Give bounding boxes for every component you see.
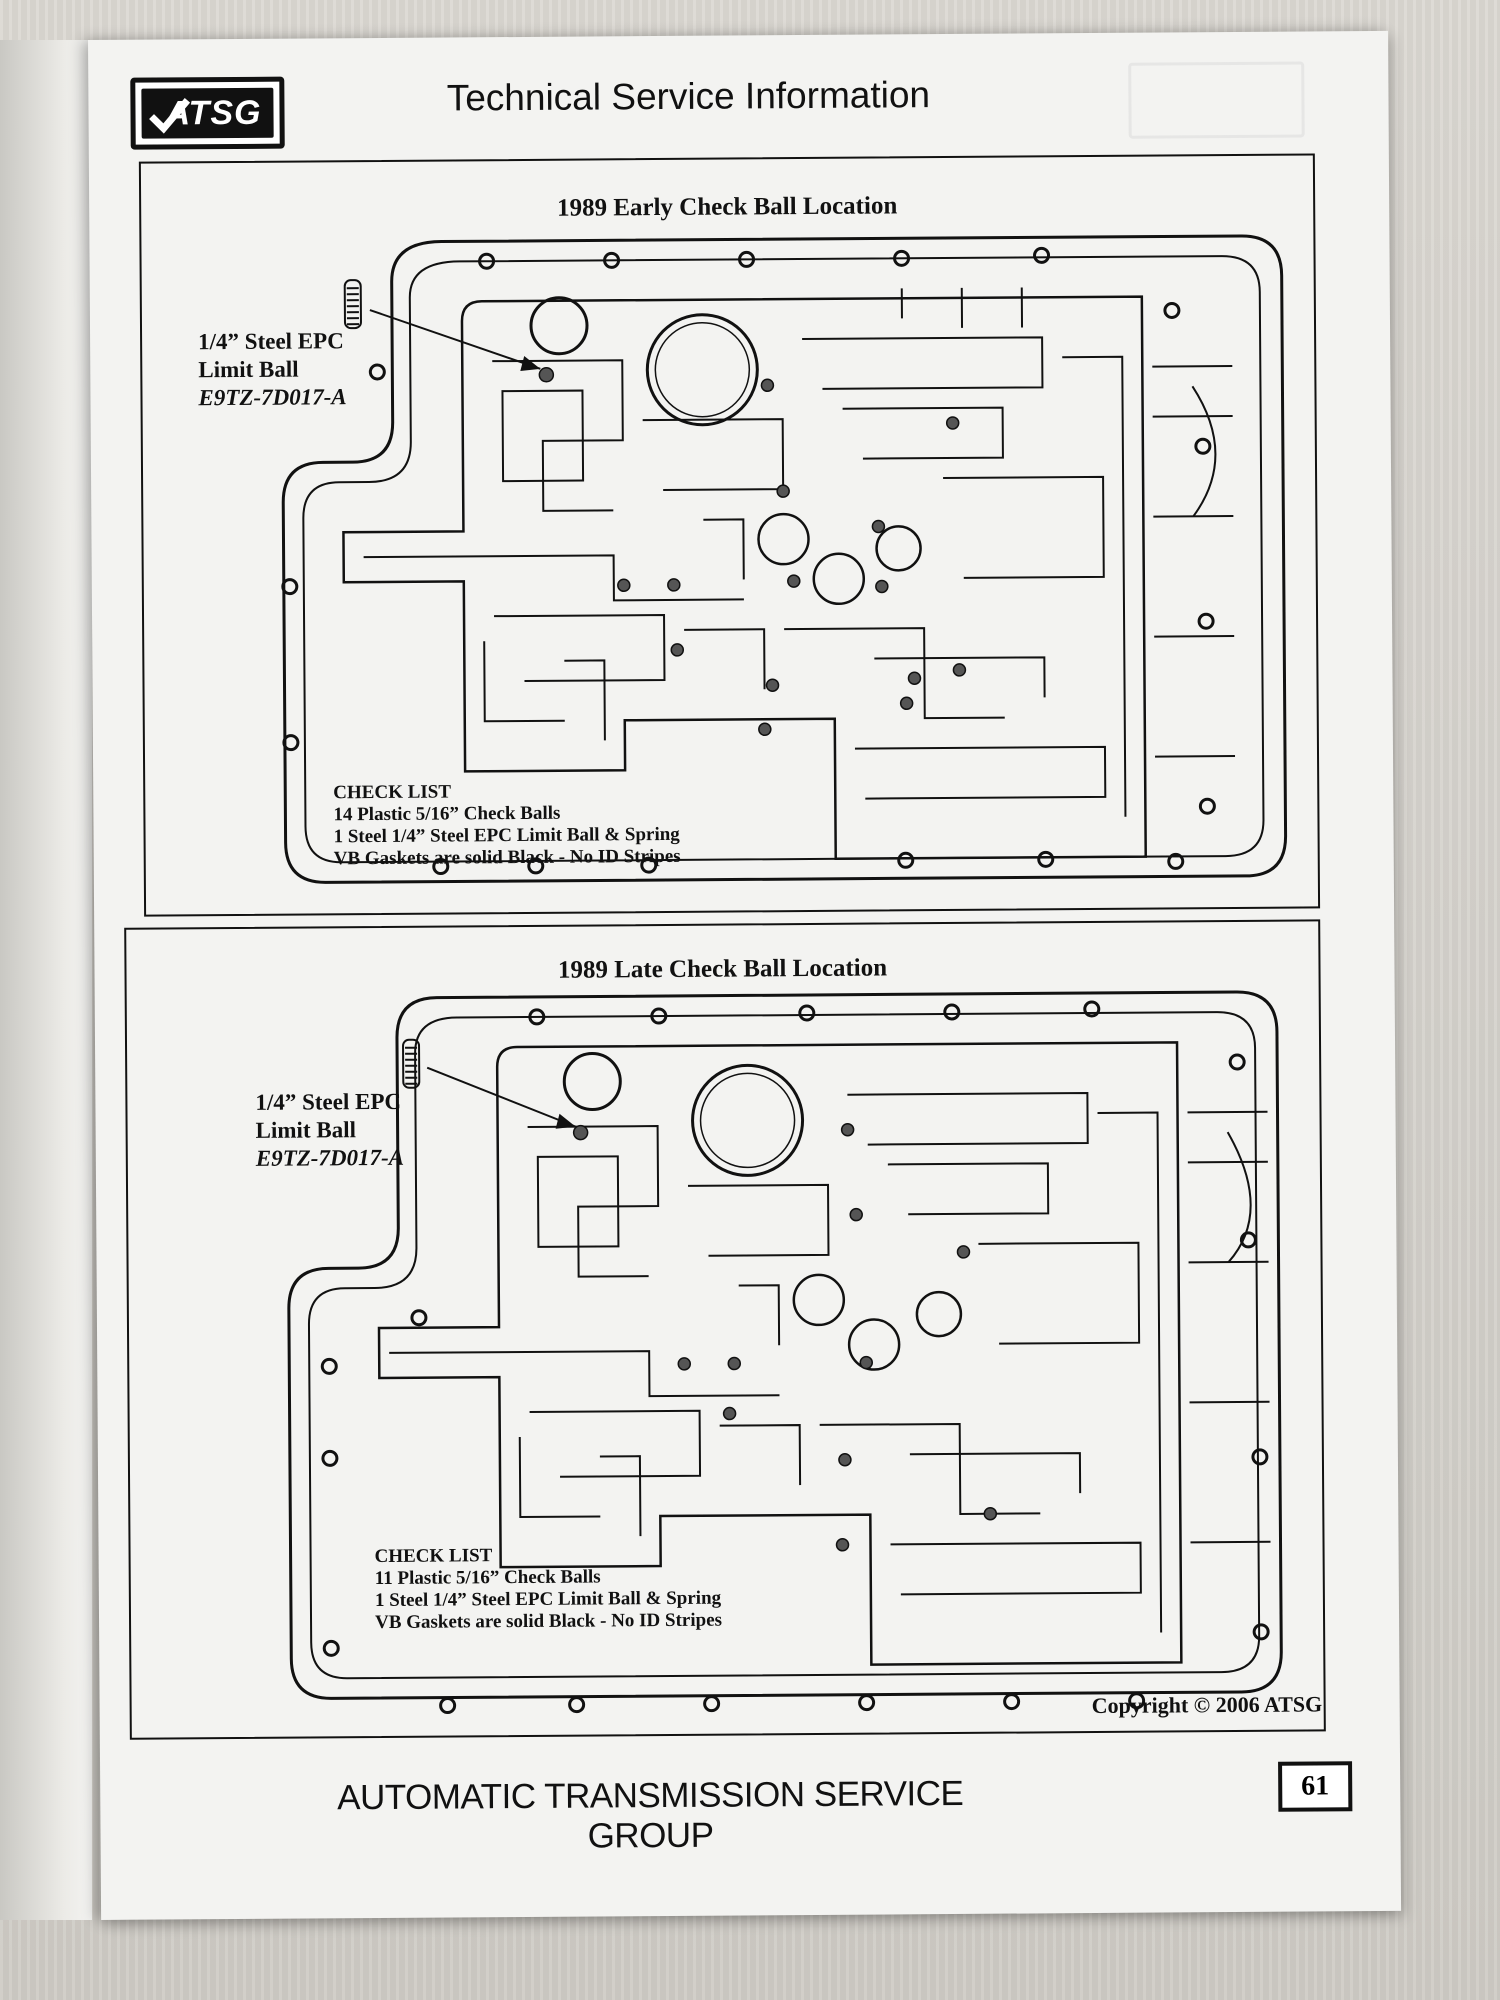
check-list-heading: CHECK LIST xyxy=(374,1545,493,1568)
callout-line-1: 1/4” Steel EPC xyxy=(255,1088,402,1115)
late-diagram-frame: 1989 Late Check Ball Location xyxy=(124,919,1326,1740)
callout-line-2: Limit Ball xyxy=(198,356,299,383)
checkmark-icon xyxy=(149,98,191,134)
callout-line-1: 1/4” Steel EPC xyxy=(198,328,344,355)
copyright-notice: Copyright © 2006 ATSG xyxy=(1091,1691,1323,1719)
check-list-item: 14 Plastic 5/16” Check Balls xyxy=(333,802,561,826)
manual-page: ATSG Technical Service Information 1989 … xyxy=(88,30,1402,1920)
check-list-item: VB Gaskets are solid Black - No ID Strip… xyxy=(333,845,681,870)
page-title: Technical Service Information xyxy=(446,74,931,119)
part-number: E9TZ-7D017-A xyxy=(198,384,347,411)
page-number: 61 xyxy=(1278,1761,1353,1812)
valve-body-diagram xyxy=(287,990,1283,1715)
epc-limit-ball-callout: 1/4” Steel EPC Limit Ball E9TZ-7D017-A xyxy=(255,1088,404,1173)
check-list-item: VB Gaskets are solid Black - No ID Strip… xyxy=(374,1609,723,1634)
check-list-item: 1 Steel 1/4” Steel EPC Limit Ball & Spri… xyxy=(374,1587,722,1612)
atsg-logo: ATSG xyxy=(130,76,285,150)
check-list: CHECK LIST 14 Plastic 5/16” Check Balls … xyxy=(333,780,681,870)
check-list: CHECK LIST 11 Plastic 5/16” Check Balls … xyxy=(375,1544,723,1634)
valve-body-diagram xyxy=(281,234,1288,884)
epc-limit-ball-callout: 1/4” Steel EPC Limit Ball E9TZ-7D017-A xyxy=(198,327,347,412)
booklet-spine xyxy=(0,40,92,1920)
check-list-item: 11 Plastic 5/16” Check Balls xyxy=(374,1566,601,1590)
callout-line-2: Limit Ball xyxy=(255,1117,357,1143)
logo-text: ATSG xyxy=(165,93,262,133)
check-list-item: 1 Steel 1/4” Steel EPC Limit Ball & Spri… xyxy=(333,823,680,848)
part-number: E9TZ-7D017-A xyxy=(255,1144,405,1171)
check-list-heading: CHECK LIST xyxy=(333,781,452,804)
early-diagram-frame: 1989 Early Check Ball Location xyxy=(138,153,1321,917)
bleed-through-logo xyxy=(1128,61,1305,139)
footer-org-name: AUTOMATIC TRANSMISSION SERVICE GROUP xyxy=(337,1773,964,1856)
